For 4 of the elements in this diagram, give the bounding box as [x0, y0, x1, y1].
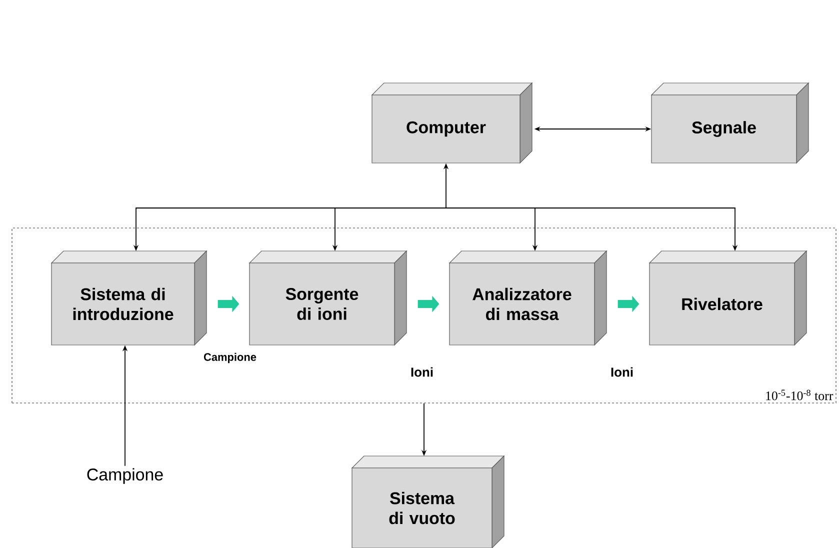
- edge-label: Campione: [204, 352, 256, 364]
- edge-label: Ioni: [411, 367, 433, 377]
- input-label: Campione: [87, 468, 163, 484]
- edge-label: Ioni: [611, 367, 633, 377]
